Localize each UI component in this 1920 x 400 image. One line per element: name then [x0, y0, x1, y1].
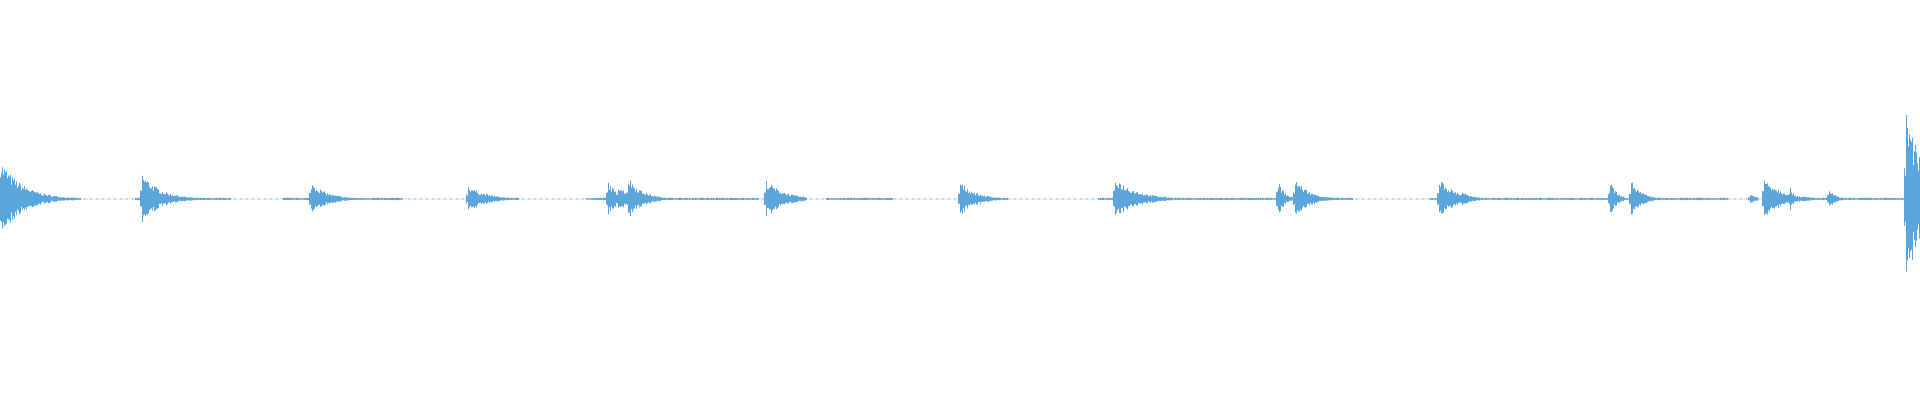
waveform-group [0, 114, 1920, 272]
waveform-trace [0, 114, 1920, 272]
